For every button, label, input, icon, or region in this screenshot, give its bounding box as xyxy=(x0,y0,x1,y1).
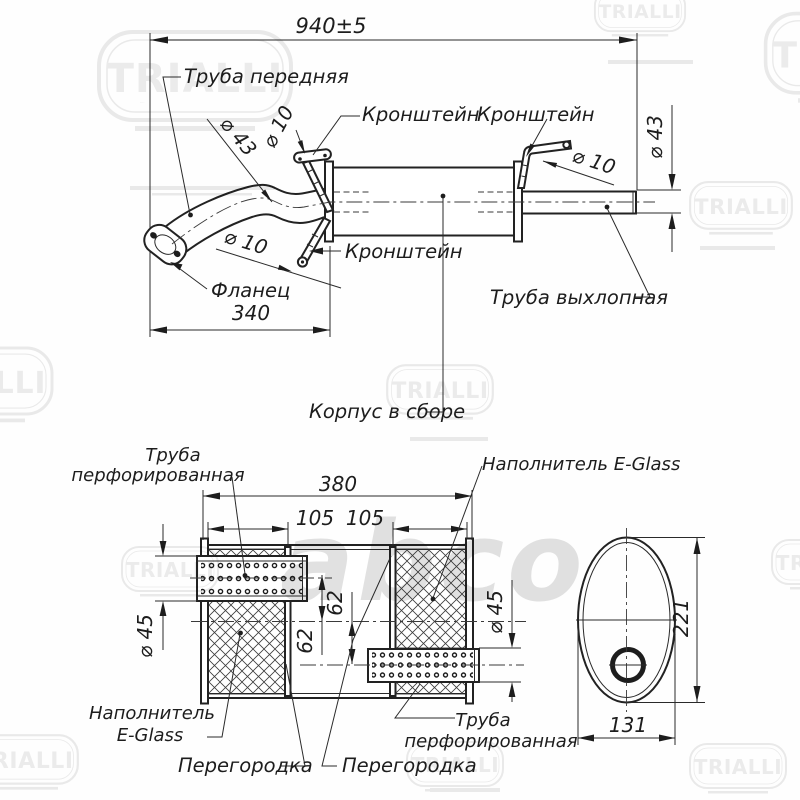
label-filler-bottom-1: Наполнитель xyxy=(89,703,215,724)
bracket-right xyxy=(516,139,573,189)
abco-watermark: abco xyxy=(280,498,586,626)
dim-front-length: 340 xyxy=(232,301,270,325)
front-pipe-drawing xyxy=(164,183,328,259)
label-bracket-1: Кронштейн xyxy=(362,103,480,126)
label-filler-top: Наполнитель E-Glass xyxy=(482,454,680,475)
dimension-380: 380 xyxy=(202,472,473,540)
label-perf-pipe-bottom-2: перфорированная xyxy=(404,731,577,752)
bracket-lower-left xyxy=(296,216,332,268)
bracket-upper-left xyxy=(293,148,335,214)
dim-chamber-2: 105 xyxy=(346,506,384,530)
trialli-watermark xyxy=(97,30,293,133)
dim-hole-dia-2: ⌀ 10 xyxy=(222,224,271,260)
section-view: 380 105 105 62 xyxy=(71,445,680,777)
dimension-105-left: 105 xyxy=(207,506,334,546)
label-exhaust-pipe: Труба выхлопная xyxy=(490,286,668,309)
dimension-dia43-right: ⌀ 43 xyxy=(643,105,676,252)
label-bracket-2: Кронштейн xyxy=(477,103,595,126)
muffler-body-topview xyxy=(324,160,523,243)
label-filler-bottom-2: E-Glass xyxy=(117,725,184,746)
perforated-pipe-left xyxy=(196,555,308,602)
dim-shell-width: 131 xyxy=(609,713,647,737)
label-perf-pipe-top-2: перфорированная xyxy=(71,465,244,486)
dimension-62-upper: 62 xyxy=(293,575,326,655)
dim-shell-height: 221 xyxy=(669,599,693,637)
perforated-pipe-right xyxy=(367,648,480,683)
dim-offset-1: 62 xyxy=(293,628,317,653)
dimension-221: 221 xyxy=(630,537,705,703)
dim-perf-dia-right: ⌀ 45 xyxy=(483,590,507,634)
label-bracket-3: Кронштейн xyxy=(345,240,463,263)
section-centerlines xyxy=(190,577,526,666)
dimension-dia45-left: ⌀ 45 xyxy=(133,524,197,658)
label-flange: Фланец xyxy=(211,279,290,302)
centerline-top xyxy=(171,197,655,245)
flange-drawing xyxy=(143,223,188,266)
dim-hole-dia-3: ⌀ 10 xyxy=(569,143,618,179)
dim-pipe-dia-right: ⌀ 43 xyxy=(643,115,667,159)
dimension-340: 340 xyxy=(150,301,330,334)
brand-hidden: TRIALLI xyxy=(140,102,145,104)
exhaust-pipe-drawing xyxy=(521,190,637,215)
label-perf-pipe-top-1: Труба xyxy=(145,445,200,466)
dimension-131: 131 xyxy=(577,628,676,745)
dim-overall-length: 940±5 xyxy=(295,14,366,38)
dimension-dia45-right: ⌀ 45 xyxy=(479,580,521,702)
dim-offset-2: 62 xyxy=(323,590,347,615)
dim-perf-dia-left: ⌀ 45 xyxy=(133,614,157,658)
label-perf-pipe-bottom-1: Труба xyxy=(455,710,510,731)
label-baffle-left: Перегородка xyxy=(178,754,313,777)
end-plate-right xyxy=(465,537,474,705)
end-plate-left xyxy=(200,537,209,705)
dim-chamber-1: 105 xyxy=(296,506,334,530)
end-view: 221 131 xyxy=(576,528,705,745)
dimension-940: 940±5 xyxy=(150,14,637,44)
dim-hole-dia-1: ⌀ 10 xyxy=(257,102,299,152)
dim-body-length: 380 xyxy=(319,472,357,496)
